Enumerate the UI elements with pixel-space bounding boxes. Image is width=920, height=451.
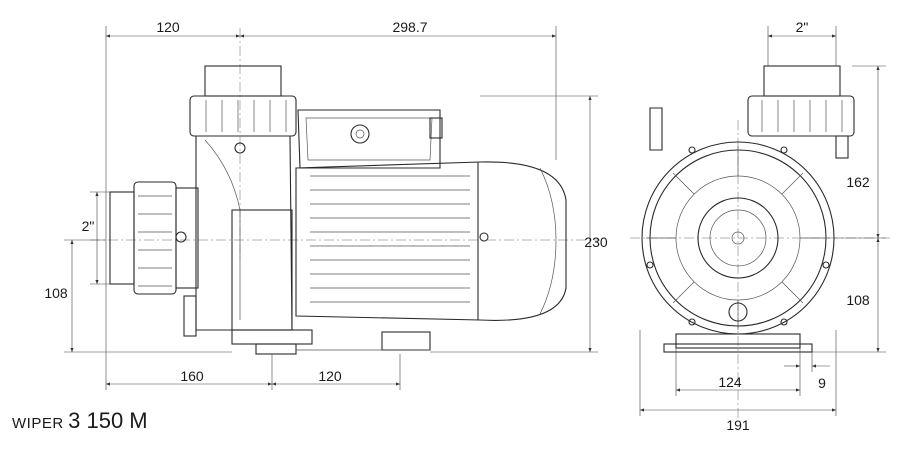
- dim-inlet-diameter: 2": [82, 218, 95, 234]
- model-brand: WIPER: [12, 415, 64, 432]
- base-feet: [231, 329, 431, 355]
- motor-body: [295, 161, 567, 321]
- dim-bottom-right-width: 120: [318, 368, 342, 384]
- dim-foot-width: 9: [818, 375, 826, 391]
- dim-top-left-width: 120: [156, 19, 180, 35]
- model-title: WIPER 3 150 M: [12, 408, 148, 434]
- dim-overall-width: 191: [726, 417, 750, 433]
- model-number: 3 150 M: [68, 408, 148, 433]
- suction-union: [109, 181, 199, 295]
- side-view: 120 298.7 2" 108 230 160 120: [44, 19, 608, 390]
- dim-base-width: 124: [718, 374, 742, 390]
- discharge-union: [189, 65, 297, 137]
- dim-lower-height: 108: [846, 292, 870, 308]
- dim-upper-height: 162: [846, 174, 870, 190]
- front-base: [663, 333, 813, 353]
- dim-inlet-height: 108: [44, 285, 68, 301]
- dim-overall-height: 230: [584, 234, 608, 250]
- dim-bottom-left-width: 160: [180, 368, 204, 384]
- pump-housing: [175, 135, 293, 337]
- terminal-box: [297, 109, 443, 169]
- outlet-union: [649, 65, 855, 159]
- dim-top-right-width: 298.7: [392, 19, 427, 35]
- dim-outlet-diameter: 2": [796, 19, 809, 35]
- front-view: 2" 162 108 124 9 191: [630, 19, 890, 433]
